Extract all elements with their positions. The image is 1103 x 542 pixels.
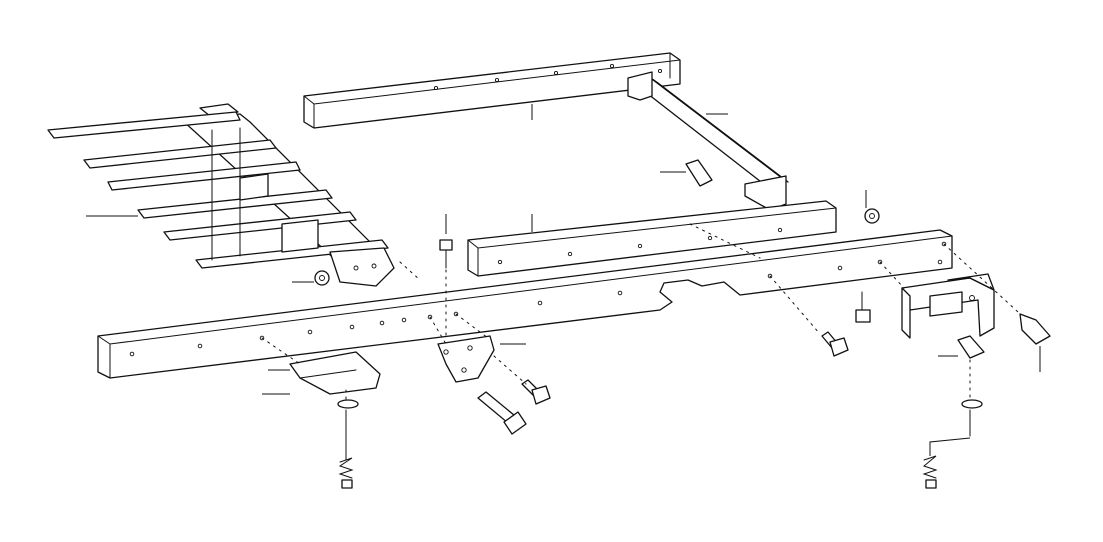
nut-upper-right	[864, 208, 880, 224]
bolt-brace	[685, 159, 713, 187]
left-bracket	[289, 351, 381, 395]
upper-rear-rail	[303, 52, 681, 129]
center-bracket	[437, 335, 495, 383]
main-side-rail	[97, 229, 953, 379]
bolt-right-b	[1019, 313, 1051, 345]
assembly-lines	[261, 223, 1019, 405]
screw-left	[337, 399, 359, 489]
bolt-vertical-mid	[855, 291, 871, 323]
right-box-bracket	[901, 273, 995, 339]
leader-lines	[86, 104, 1041, 456]
bolt-right-a	[957, 335, 985, 359]
middle-rail	[467, 200, 837, 277]
diagonal-brace	[627, 71, 789, 211]
nut-upper-left	[314, 270, 330, 286]
grate-frame	[47, 103, 395, 287]
screw-right	[922, 399, 983, 489]
bolt-vertical-left	[439, 239, 453, 269]
bolt-center-long	[477, 391, 527, 435]
bolt-mid-right	[821, 331, 849, 357]
